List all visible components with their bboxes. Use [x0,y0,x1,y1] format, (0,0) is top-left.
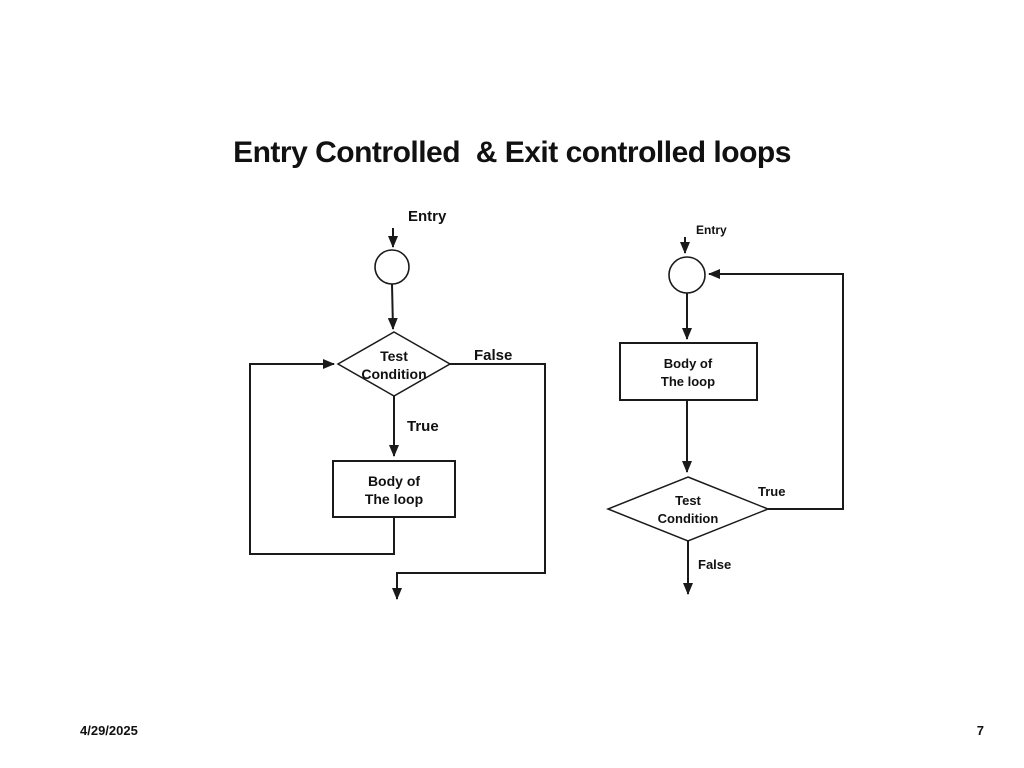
loop-body-text-line1: Body of [664,356,713,371]
true-branch-label: True [758,484,785,499]
start-terminal-circle [374,249,410,285]
loop-body-text-line2: The loop [365,491,423,507]
circle-to-condition-arrow [387,283,398,330]
false-exit-connector [392,363,546,600]
test-condition-diamond [605,476,771,542]
test-condition-text-line2: Condition [361,366,426,382]
entry-label: Entry [408,208,447,225]
entry-label: Entry [696,223,727,237]
true-branch-label: True [407,418,439,435]
loop-body-box [332,460,456,518]
test-condition-text-line1: Test [380,348,408,364]
exit-controlled-flowchart: Entry Body of The loop Test Condition Tr… [605,223,844,595]
start-terminal-circle [668,256,706,294]
test-condition-diamond [336,331,452,397]
loop-body-text-line2: The loop [661,374,715,389]
false-branch-label: False [474,347,512,364]
test-condition-text-line2: Condition [658,511,719,526]
slide-footer-date: 4/29/2025 [80,723,138,738]
entry-controlled-flowchart: Entry Test Condition False True Body of … [249,208,546,600]
loop-back-connector [249,359,395,555]
test-condition-text-line1: Test [675,493,701,508]
loop-body-box [619,342,758,401]
slide-title: Entry Controlled & Exit controlled loops [233,136,791,169]
slide-page-number: 7 [976,723,984,738]
false-branch-label: False [698,557,731,572]
true-loop-back-connector [708,269,844,510]
loop-body-text-line1: Body of [368,473,420,489]
